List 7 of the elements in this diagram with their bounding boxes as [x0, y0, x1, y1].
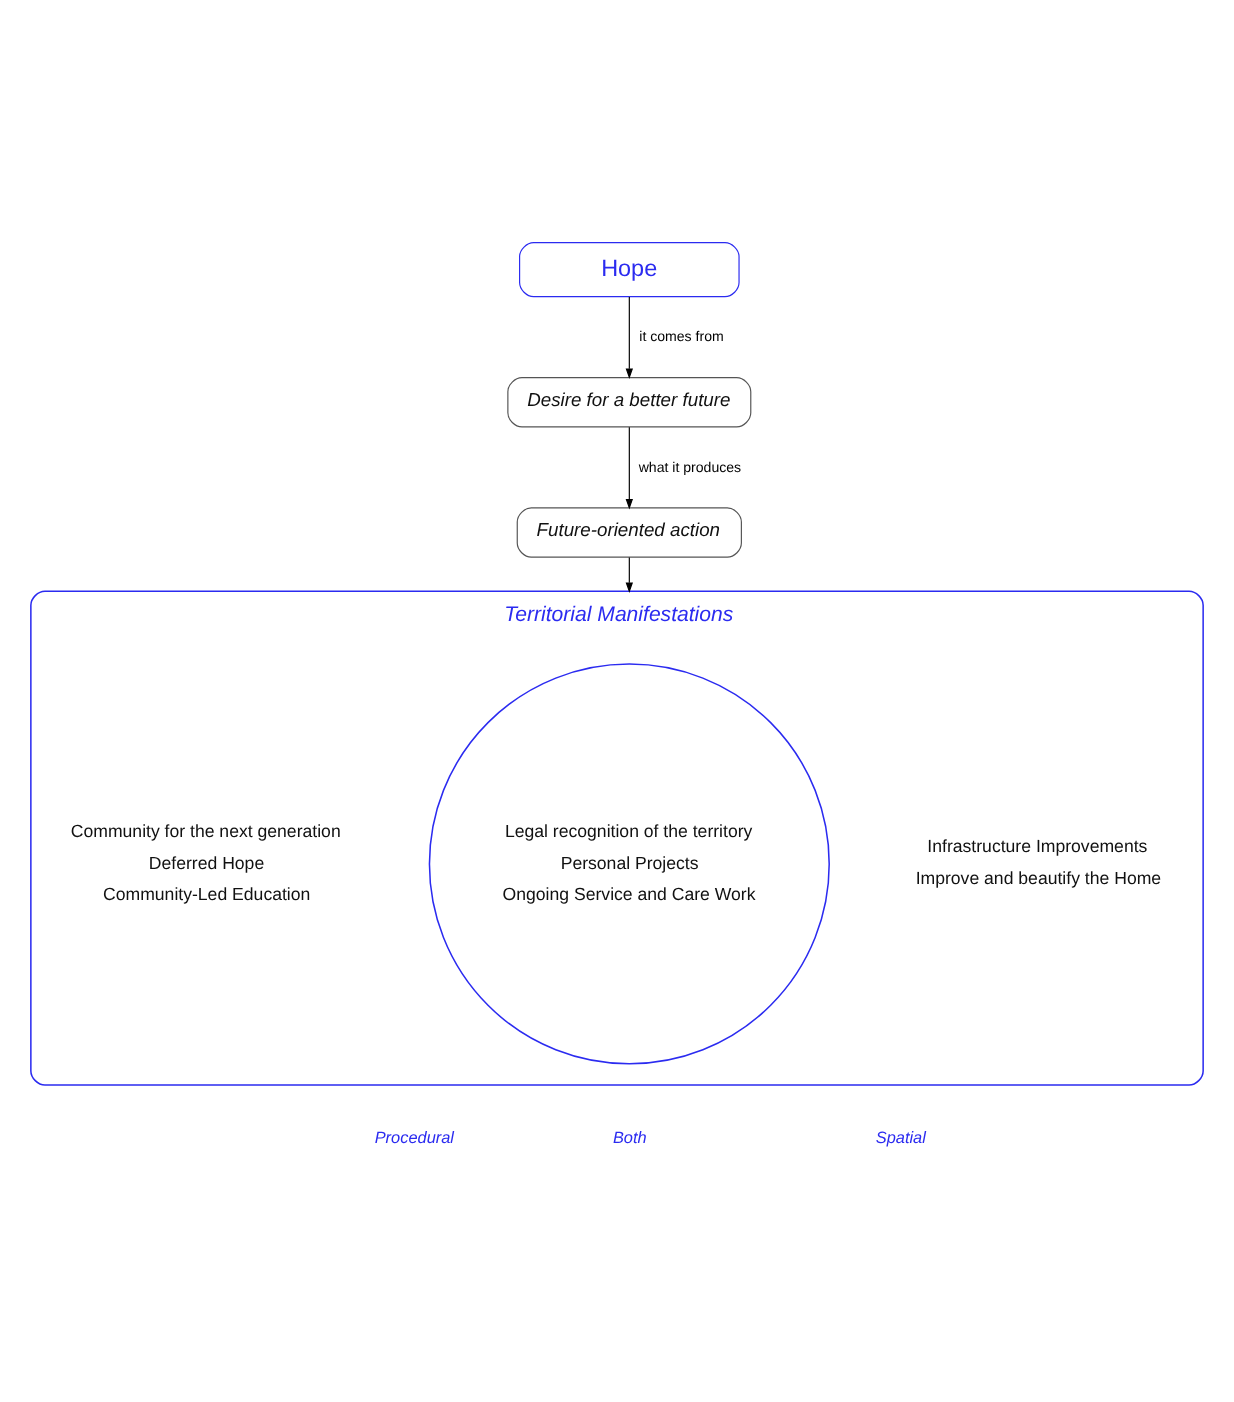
arrow	[625, 555, 634, 592]
node-box: Desire for a better future	[507, 376, 752, 427]
node-circle: Legal recognition of the territory Personal Projects Ongoing Service and Care Work	[428, 662, 830, 1064]
node-box: Hope	[519, 241, 740, 297]
arrow	[625, 425, 634, 509]
node-box: Future-oriented action	[516, 506, 742, 557]
arrow	[625, 295, 634, 379]
